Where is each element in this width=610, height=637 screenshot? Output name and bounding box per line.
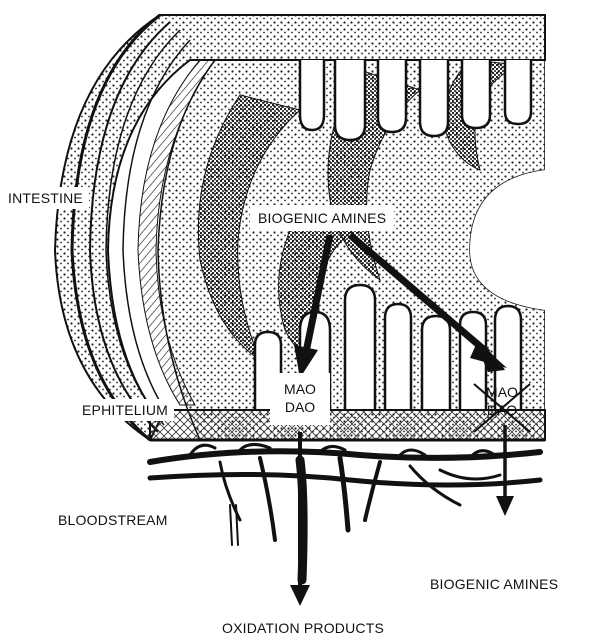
blocked-enzymes-box: MAO DAO — [472, 376, 532, 428]
intestine-label: INTESTINE — [2, 187, 89, 209]
blocked-mao-label: MAO — [472, 383, 532, 401]
ephitelium-label: EPHITELIUM — [76, 399, 174, 421]
dao-label: DAO — [270, 398, 330, 416]
blood-vessels — [150, 444, 540, 580]
biogenic-amines-source-label: BIOGENIC AMINES — [250, 205, 394, 231]
bloodstream-label: BLOODSTREAM — [58, 512, 168, 528]
oxidation-products-label: OXIDATION PRODUCTS — [222, 620, 384, 636]
blocked-dao-label: DAO — [472, 401, 532, 419]
mao-label: MAO — [270, 380, 330, 398]
active-enzymes-box: MAO DAO — [270, 373, 330, 425]
biogenic-amines-out-label: BIOGENIC AMINES — [430, 576, 558, 592]
